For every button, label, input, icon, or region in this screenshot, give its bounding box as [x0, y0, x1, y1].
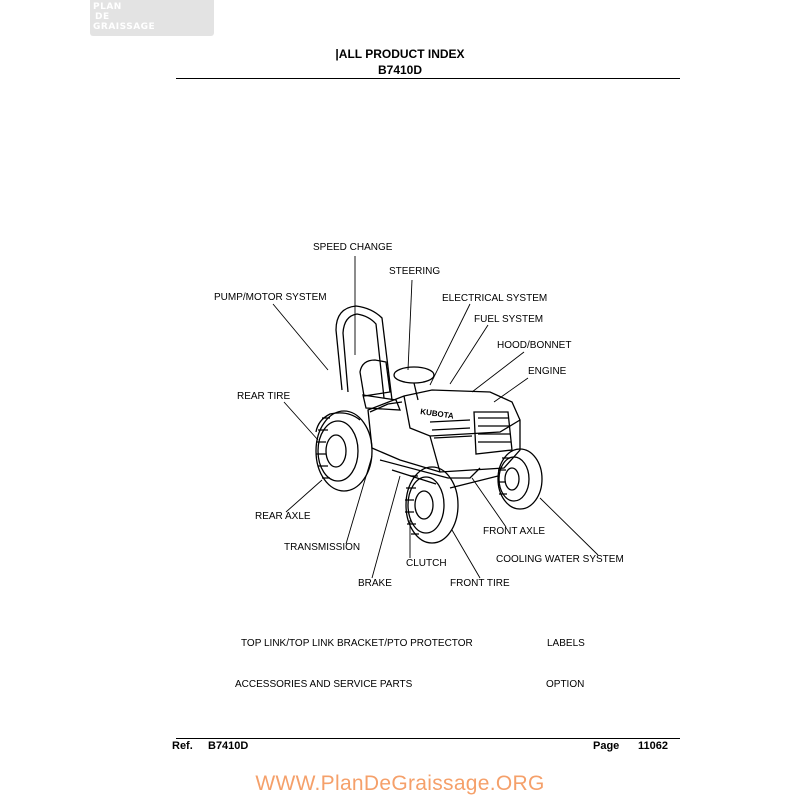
ref-value: B7410D	[208, 740, 249, 752]
callout-hood-bonnet[interactable]: HOOD/BONNET	[497, 340, 572, 351]
page-label: Page	[593, 740, 620, 752]
logo-line-3: GRAISSAGE	[93, 22, 156, 32]
callout-rear-axle[interactable]: REAR AXLE	[255, 511, 311, 522]
callout-transmission[interactable]: TRANSMISSION	[284, 542, 361, 553]
footer-divider	[176, 738, 680, 739]
oil-can-icon	[253, 10, 301, 30]
callout-speed-change[interactable]: SPEED CHANGE	[313, 242, 393, 253]
callout-brake[interactable]: BRAKE	[358, 578, 392, 589]
tractor-brand-label: KUBOTA	[420, 407, 455, 421]
logo-line-1: PLAN	[93, 2, 122, 12]
callout-steering[interactable]: STEERING	[389, 266, 441, 277]
section-labels[interactable]: LABELS	[547, 638, 585, 649]
callout-front-axle[interactable]: FRONT AXLE	[483, 526, 546, 537]
watermark-url: WWW.PlanDeGraissage.ORG	[255, 772, 545, 795]
section-accessories[interactable]: ACCESSORIES AND SERVICE PARTS	[235, 679, 413, 690]
model-number: B7410D	[377, 63, 423, 77]
callout-cooling-water-system[interactable]: COOLING WATER SYSTEM	[496, 554, 624, 565]
document-header: |ALL PRODUCT INDEX B7410D	[0, 47, 800, 77]
section-option[interactable]: OPTION	[546, 679, 585, 690]
logo-line-2: DE	[95, 12, 110, 22]
logo-text: PLAN DE GRAISSAGE	[93, 2, 155, 32]
callout-fuel-system[interactable]: FUEL SYSTEM	[474, 314, 544, 325]
callout-rear-tire[interactable]: REAR TIRE	[237, 391, 291, 402]
header-divider	[176, 78, 680, 79]
callout-electrical-system[interactable]: ELECTRICAL SYSTEM	[442, 293, 548, 304]
callout-engine[interactable]: ENGINE	[528, 366, 567, 377]
page-title: |ALL PRODUCT INDEX	[335, 47, 465, 61]
callout-pump-motor-system[interactable]: PUMP/MOTOR SYSTEM	[214, 292, 327, 303]
site-logo: PLAN DE GRAISSAGE	[90, 0, 301, 36]
page-number: 11062	[638, 740, 668, 752]
section-top-link[interactable]: TOP LINK/TOP LINK BRACKET/PTO PROTECTOR	[241, 638, 473, 649]
callout-front-tire[interactable]: FRONT TIRE	[450, 578, 510, 589]
callout-clutch[interactable]: CLUTCH	[406, 558, 447, 569]
ref-label: Ref.	[172, 740, 193, 752]
